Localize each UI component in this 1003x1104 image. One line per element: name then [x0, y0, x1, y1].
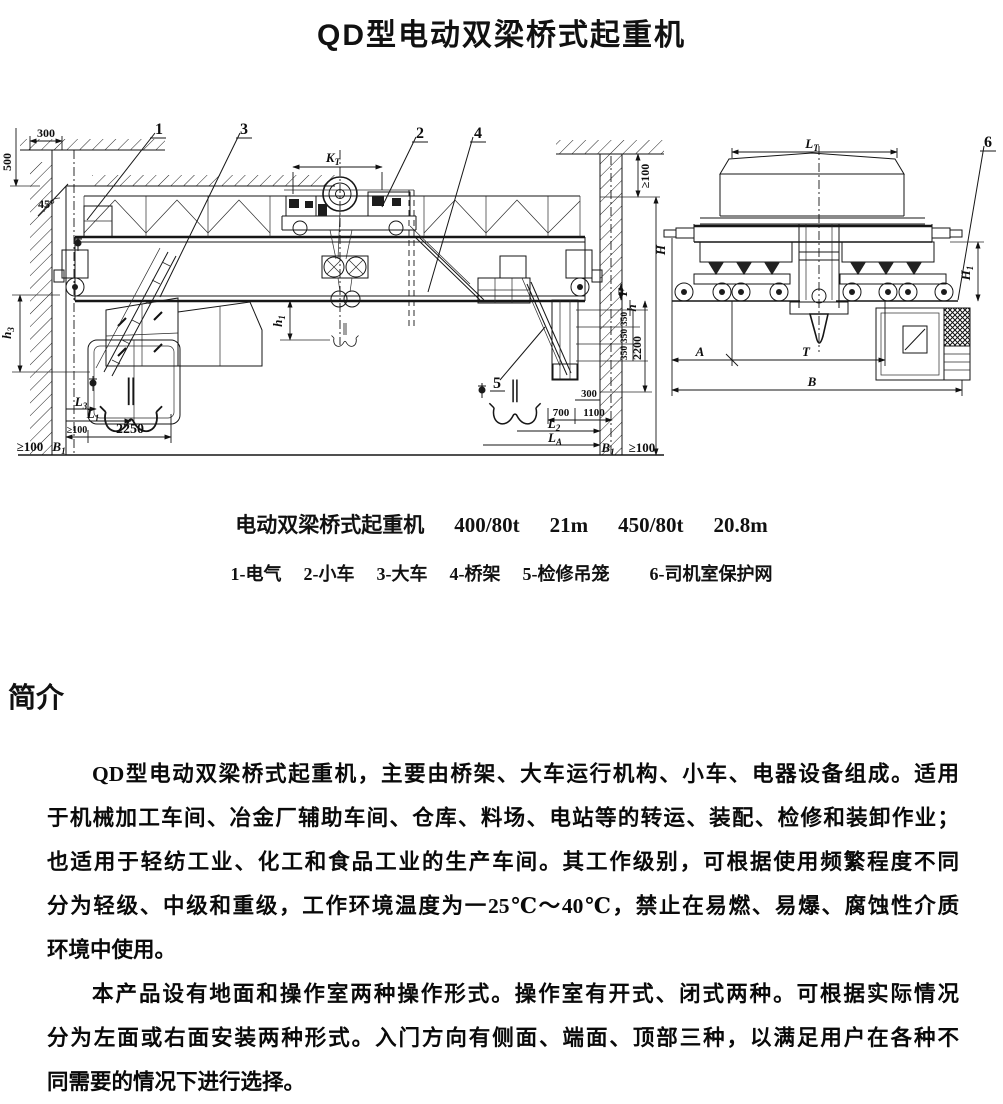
legend-item: 5-检修吊笼 — [522, 564, 610, 584]
callout-6: 6 — [984, 134, 992, 151]
stairs-and-cage — [409, 225, 579, 381]
text-line: 于机械加工车间、冶金厂辅助车间、仓库、料场、电站等的转运、装配、检修和装卸作业； — [47, 806, 959, 830]
dim-L2: L2 — [547, 416, 561, 433]
dim-350-c: 350 — [620, 346, 630, 361]
caption-spec: 21m — [549, 513, 589, 537]
text-line: 同需要的情况下进行选择。 — [47, 1070, 306, 1094]
legend-item: 3-大车 — [376, 564, 428, 584]
dim-L1: L1 — [86, 406, 99, 423]
dim-T: T — [802, 344, 811, 359]
dim-h1: h1 — [270, 315, 287, 327]
hook-pin-icon — [477, 382, 487, 399]
dim-350-a: 350 — [620, 312, 630, 327]
dim-300-top: 300 — [37, 126, 55, 140]
dim-1100: 1100 — [583, 407, 605, 419]
callout-1: 1 — [155, 121, 163, 138]
text-line: 分为轻级、中级和重级，工作环境温度为一25℃～40℃，禁止在易燃、易爆、腐蚀性介… — [47, 894, 959, 918]
section-heading: 简介 — [8, 682, 65, 713]
dimensions-left-view: 300 500 45° KT ≥100 H h1 h3 L3 L1 — [0, 126, 668, 457]
dim-B1-left: B1 — [51, 439, 65, 456]
hoist-pulley-block — [321, 210, 369, 347]
figure-legend: 1-电气 2-小车 3-大车 4-桥架 5-检修吊笼 6-司机室保护网 — [0, 560, 1003, 586]
dim-500: 500 — [0, 153, 14, 171]
caption-product-name: 电动双梁桥式起重机 — [235, 513, 425, 537]
figure-caption: 电动双梁桥式起重机 400/80t 21m 450/80t 20.8m — [0, 509, 1003, 539]
dim-geq100-bottom-right: ≥100 — [629, 440, 656, 455]
dim-LA: LA — [547, 430, 562, 447]
text-line: 分为左面或右面安装两种形式。入门方向有侧面、端面、顶部三种，以满足用户在各种不 — [47, 1026, 959, 1050]
caption-spec: 400/80t — [454, 513, 520, 537]
end-view: 6 LT H1 A T B — [663, 134, 996, 396]
callout-3: 3 — [240, 121, 248, 138]
dim-kt: KT — [325, 150, 341, 167]
dim-H1: H1 — [958, 266, 975, 282]
dim-h3: h3 — [0, 327, 16, 339]
legend-item: 6-司机室保护网 — [649, 564, 773, 584]
dim-300-mid: 300 — [581, 389, 597, 400]
dim-A: A — [695, 344, 705, 359]
page-title: QD型电动双梁桥式起重机 — [317, 19, 686, 52]
trolley — [281, 176, 417, 236]
dim-geq100-bottom-left: ≥100 — [17, 439, 44, 454]
dim-h: h — [624, 304, 639, 311]
caption-spec: 450/80t — [618, 513, 684, 537]
dim-LT: LT — [804, 136, 819, 153]
legend-item: 2-小车 — [303, 564, 355, 584]
dim-F: F — [615, 287, 630, 297]
dim-B: B — [807, 374, 817, 389]
bridge-girder — [53, 195, 603, 303]
caption-spec: 20.8m — [713, 513, 768, 537]
legend-item: 1-电气 — [230, 564, 282, 584]
dim-45deg: 45° — [38, 197, 55, 211]
dim-geq100-small: ≥100 — [67, 425, 88, 436]
dim-350-b: 350 — [620, 329, 630, 344]
dim-L3: L3 — [74, 394, 88, 411]
text-line: 本产品设有地面和操作室两种操作形式。操作室有开式、闭式两种。可根据实际情况 — [92, 982, 959, 1006]
dim-700: 700 — [553, 407, 570, 419]
body-text: QD型电动双梁桥式起重机，主要由桥架、大车运行机构、小车、电器设备组成。适用 于… — [47, 752, 959, 1104]
callout-leaders — [86, 132, 546, 392]
text-line: QD型电动双梁桥式起重机，主要由桥架、大车运行机构、小车、电器设备组成。适用 — [92, 762, 959, 786]
callout-4: 4 — [474, 125, 482, 142]
building-structure — [18, 139, 664, 456]
text-line: 环境中使用。 — [47, 938, 177, 962]
crane-technical-drawing: 1 3 2 4 5 300 500 45° KT ≥100 H h1 — [0, 100, 1003, 480]
callout-2: 2 — [416, 125, 424, 142]
crane-drawing-svg: 1 3 2 4 5 300 500 45° KT ≥100 H h1 — [0, 121, 996, 457]
dim-geq100-roof: ≥100 — [638, 164, 652, 189]
dim-2200: 2200 — [630, 336, 644, 360]
dim-H: H — [653, 244, 668, 256]
legend-item: 4-桥架 — [449, 564, 501, 584]
dim-2250: 2250 — [116, 422, 144, 437]
driver-cab — [87, 247, 263, 425]
dim-B1-right: B1 — [600, 440, 614, 457]
text-line: 也适用于轻纺工业、化工和食品工业的生产车间。其工作级别，可根据使用频繁程度不同 — [47, 850, 959, 874]
callout-5: 5 — [493, 375, 501, 392]
